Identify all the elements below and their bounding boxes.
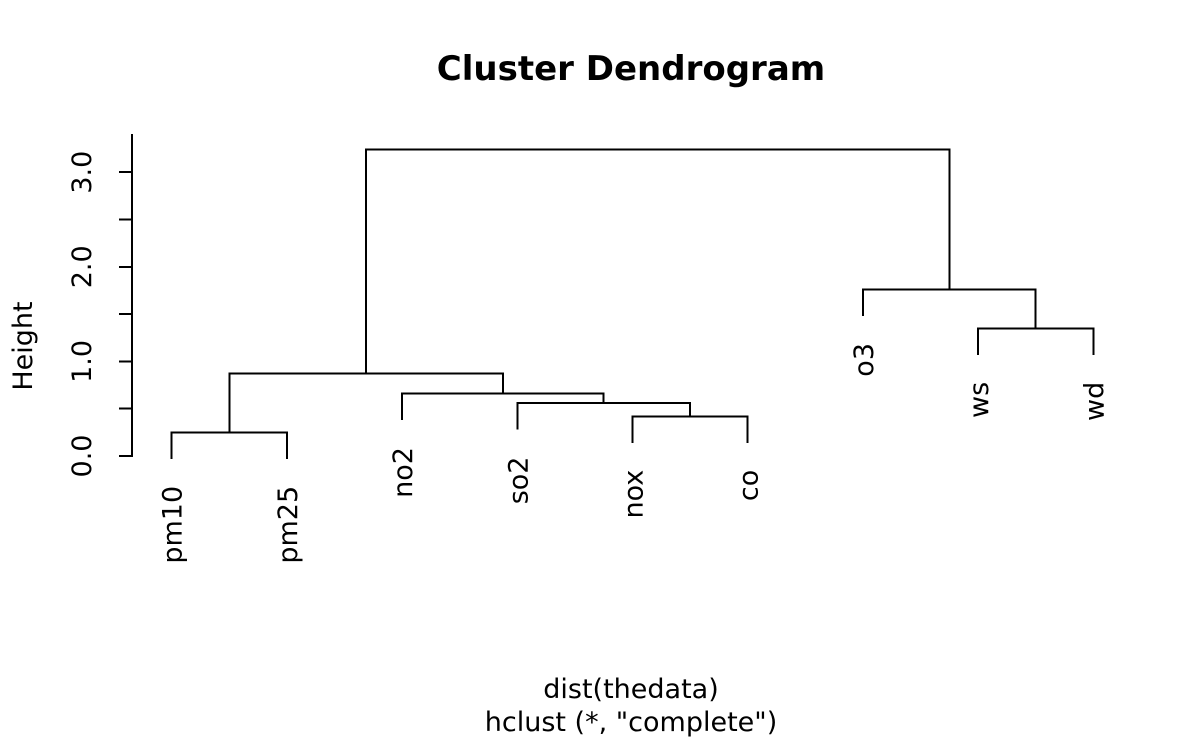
y-axis: 0.0 1.0 2.0 3.0 (67, 134, 133, 478)
leaf-label-pm25: pm25 (273, 486, 304, 564)
leaf-label-no2: no2 (388, 447, 419, 498)
x-axis-sublabel-hclust: hclust (*, "complete") (485, 707, 778, 738)
dendrogram-merge-segment (228, 372, 504, 433)
dendrogram-tree (170, 148, 1095, 459)
leaf-label-o3: o3 (849, 343, 880, 377)
dendrogram-merge-segment (365, 148, 951, 374)
leaf-label-wd: wd (1079, 382, 1110, 421)
y-tick-label-3.0: 3.0 (67, 151, 98, 194)
y-axis-label: Height (8, 301, 39, 390)
x-axis-sublabel-dist: dist(thedata) (543, 674, 719, 705)
leaf-label-pm10: pm10 (158, 486, 189, 564)
chart-title: Cluster Dendrogram (437, 49, 825, 89)
y-tick-label-2.0: 2.0 (67, 245, 98, 288)
dendrogram-merge-segment (401, 392, 605, 421)
dendrogram-merge-segment (631, 415, 749, 443)
dendrogram-merge-segment (170, 431, 288, 459)
leaf-label-so2: so2 (503, 457, 534, 505)
leaf-labels: pm10 pm25 nox co so2 no2 ws wd o3 (158, 343, 1111, 564)
leaf-label-co: co (734, 470, 765, 501)
y-tick-label-0.0: 0.0 (67, 435, 98, 478)
leaf-label-ws: ws (964, 382, 995, 418)
leaf-label-nox: nox (619, 470, 650, 519)
y-tick-label-1.0: 1.0 (67, 340, 98, 383)
dendrogram-merge-segment (977, 327, 1095, 355)
dendrogram-merge-segment (861, 288, 1037, 329)
